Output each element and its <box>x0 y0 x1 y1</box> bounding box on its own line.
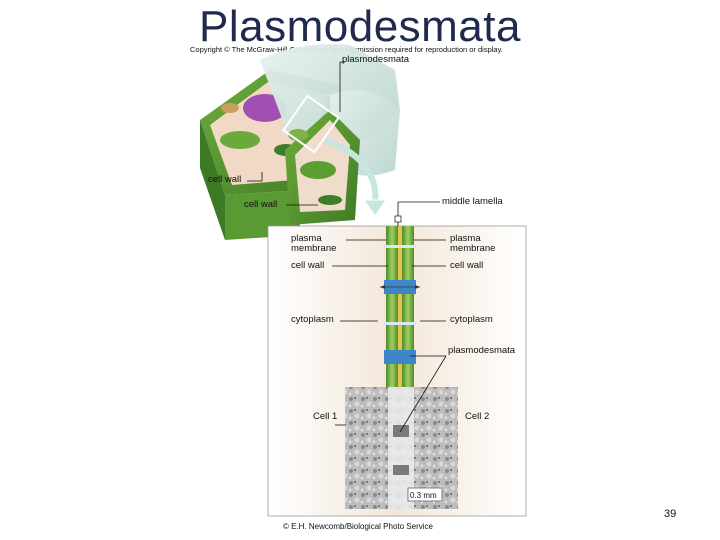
label-plasma-membrane-right-line1: plasma <box>450 233 481 244</box>
label-plasmodesmata-top: plasmodesmata <box>342 54 410 65</box>
left-cell-wall <box>386 226 398 391</box>
photo-credit: © E.H. Newcomb/Biological Photo Service <box>283 522 433 531</box>
label-cytoplasm-left: cytoplasm <box>291 314 334 325</box>
label-cell-1: Cell 1 <box>313 411 338 422</box>
right-cell-wall <box>402 226 414 391</box>
label-cell-wall-outer: cell wall <box>208 174 242 185</box>
label-plasma-membrane-left-line2: membrane <box>291 243 337 254</box>
cell-block-illustration <box>200 44 400 240</box>
middle-lamella-band <box>398 226 402 391</box>
slide-title: Plasmodesmata <box>199 2 521 51</box>
label-cell-wall-inner-right: cell wall <box>450 260 484 271</box>
label-cell-wall-outer-2: cell wall <box>244 199 278 210</box>
scale-bar-label: 0.3 mm <box>410 491 437 500</box>
label-middle-lamella: middle lamella <box>442 196 503 207</box>
label-cell-2: Cell 2 <box>465 411 490 422</box>
label-plasma-membrane-right-line2: membrane <box>450 243 496 254</box>
plasmodesma-channel <box>384 350 416 364</box>
label-plasma-membrane-right: plasma membrane <box>450 234 495 254</box>
page-number: 39 <box>664 508 677 520</box>
label-cytoplasm-right: cytoplasm <box>450 314 493 325</box>
wall-detail-panel <box>267 225 527 517</box>
label-plasma-membrane-left: plasma membrane <box>291 234 336 254</box>
label-plasmodesmata-inner: plasmodesmata <box>448 345 516 356</box>
label-cell-wall-inner-left: cell wall <box>291 260 325 271</box>
label-plasma-membrane-left-line1: plasma <box>291 233 322 244</box>
